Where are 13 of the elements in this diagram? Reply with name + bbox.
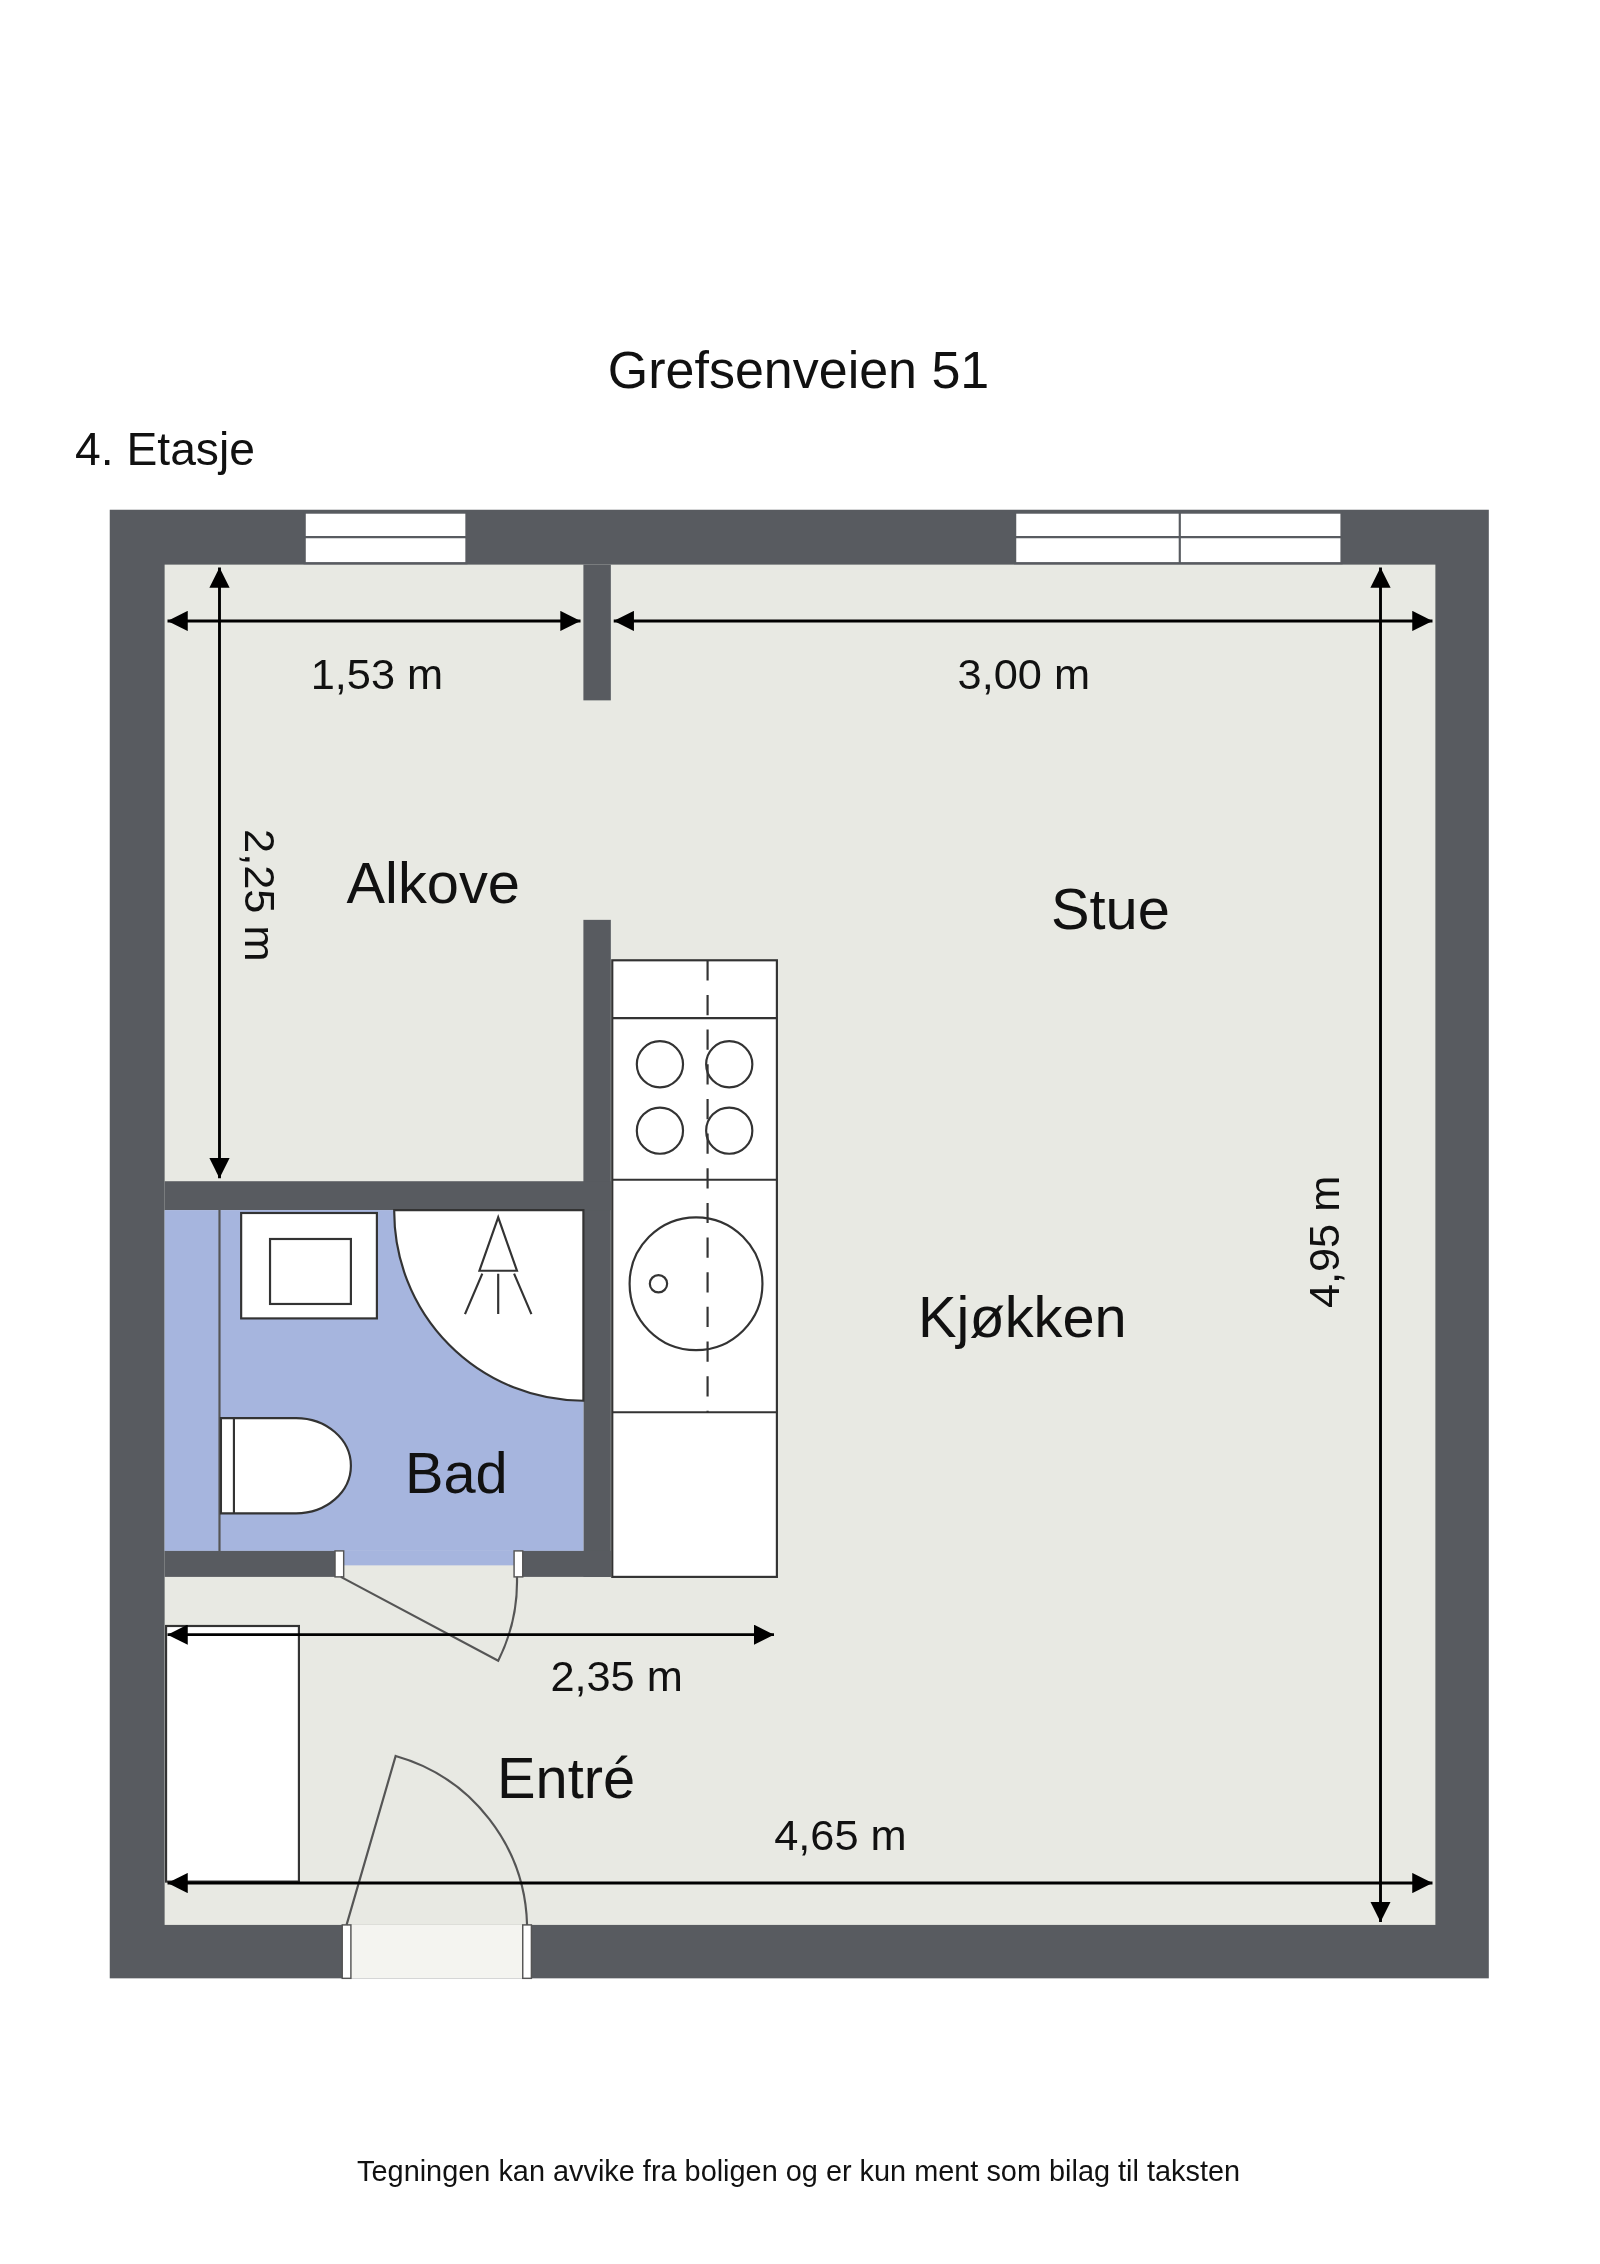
dimension-label: 4,95 m bbox=[1302, 1175, 1346, 1309]
dimension-label: 2,35 m bbox=[550, 1654, 683, 1699]
dimension-label: 3,00 m bbox=[957, 652, 1091, 697]
floor-label: 4. Etasje bbox=[75, 426, 255, 473]
dimension-label: 4,65 m bbox=[774, 1813, 907, 1858]
plan-title: Grefsenveien 51 bbox=[607, 345, 990, 398]
room-label: Alkove bbox=[346, 853, 520, 912]
room-label: Entré bbox=[497, 1748, 636, 1807]
room-label: Bad bbox=[404, 1444, 508, 1502]
disclaimer-caption: Tegningen kan avvike fra boligen og er kun ment som bilag til taksten bbox=[357, 2155, 1241, 2185]
room-label: Stue bbox=[1051, 879, 1170, 938]
dimension-label: 2,25 m bbox=[238, 829, 282, 962]
dimension-label: 1,53 m bbox=[310, 652, 444, 697]
